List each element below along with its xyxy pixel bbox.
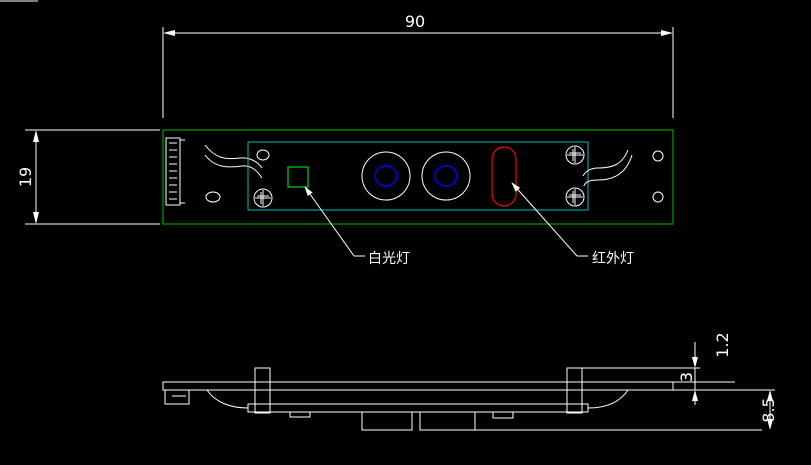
side-wire-right	[587, 389, 629, 409]
side-wire-left	[206, 389, 249, 409]
side-lens-left	[361, 411, 413, 431]
connector	[165, 137, 185, 206]
width-dimension-text: 90	[405, 12, 425, 31]
module-hole-left	[256, 149, 270, 161]
side-view	[162, 367, 775, 431]
height-dimension: 19	[16, 129, 160, 225]
right-wire-upper	[582, 149, 629, 177]
side-connector	[164, 390, 190, 405]
module-outline	[247, 141, 589, 211]
dimension-3: 3	[677, 368, 696, 390]
lens-left	[361, 151, 411, 201]
screw-left-icon	[253, 188, 273, 208]
dimension-3-text: 3	[677, 372, 696, 382]
side-pillar-left	[254, 367, 271, 414]
callout-white-led-text: 白光灯	[368, 251, 410, 267]
side-module-board	[247, 403, 589, 413]
width-dimension: 90	[162, 12, 674, 118]
ir-led	[491, 146, 517, 207]
white-led	[287, 166, 309, 188]
mount-hole-right-top	[652, 150, 664, 162]
callout-ir-led: 红外灯	[511, 182, 634, 267]
dim-arrow-bottom	[33, 212, 39, 224]
dim-arrow-left	[163, 30, 175, 36]
left-wire-upper	[204, 144, 263, 169]
callout-white-led: 白光灯	[304, 186, 410, 267]
height-dimension-text: 19	[16, 167, 35, 187]
dim-arrow-right	[661, 30, 673, 36]
lens-right	[421, 151, 471, 201]
side-pillar-right	[566, 367, 583, 414]
dimension-1-2: 1.2	[692, 332, 732, 405]
callout-ir-led-text: 红外灯	[592, 251, 634, 267]
dimension-8-5-text: 8.5	[759, 397, 778, 422]
screw-right-bottom-icon	[565, 187, 585, 207]
side-board	[162, 381, 674, 391]
left-wire-lower	[204, 154, 263, 179]
top-view: 90 19	[16, 12, 674, 267]
board-outline	[162, 129, 674, 225]
right-wire-lower	[583, 154, 633, 187]
screw-right-top-icon	[565, 145, 585, 165]
mount-hole-left	[205, 191, 221, 203]
side-lens-right	[419, 411, 476, 431]
dimension-1-2-text: 1.2	[713, 332, 732, 357]
mount-hole-right-bottom	[652, 191, 664, 203]
dimension-8-5: 8.5	[759, 390, 778, 430]
dim-arrow-top	[33, 130, 39, 142]
